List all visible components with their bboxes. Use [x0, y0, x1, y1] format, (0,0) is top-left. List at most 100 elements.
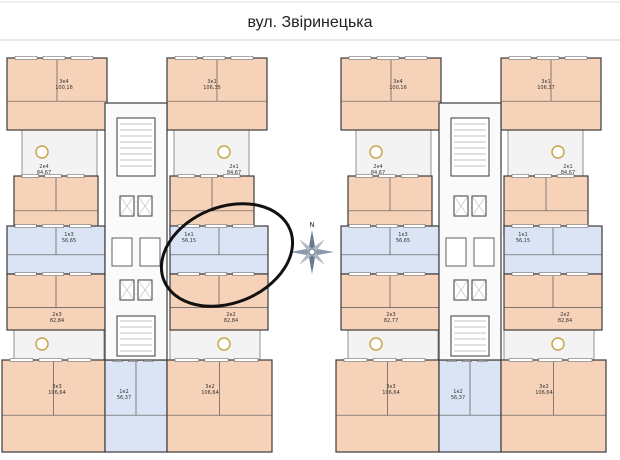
- window: [401, 358, 426, 362]
- apartment-type-label: 2к1: [229, 164, 238, 170]
- elevator-cross: [137, 195, 153, 217]
- window: [14, 56, 38, 60]
- dining-table-icon: [217, 145, 231, 159]
- window: [42, 224, 64, 228]
- apartment-area-label: 84,67: [371, 170, 385, 176]
- window: [376, 272, 398, 276]
- service-room: [473, 237, 495, 267]
- elevator-cross: [119, 279, 135, 301]
- dining-table-icon: [369, 145, 383, 159]
- window: [21, 174, 39, 178]
- window: [348, 56, 372, 60]
- sections-layer: 3к4100,163к1106,352к484,672к184,671к356,…: [1, 56, 607, 453]
- window: [42, 272, 64, 276]
- window: [223, 174, 241, 178]
- apartment-area-label: 56,15: [182, 238, 196, 244]
- apartment-area-label: 106,37: [537, 85, 555, 91]
- apartment-area-label: 106,64: [535, 390, 553, 396]
- apartment-area-label: 84,67: [561, 170, 575, 176]
- apartment-area-label: 84,67: [227, 170, 241, 176]
- apartment-area-label: 82,84: [50, 318, 64, 324]
- apartment-type-label: 3к4: [393, 79, 402, 85]
- apartment-type-label: 2к4: [39, 164, 48, 170]
- apartment-type-label: 1к3: [64, 232, 73, 238]
- apartment-area-label: 100,16: [55, 85, 73, 91]
- window: [508, 56, 532, 60]
- street-header: вул. Звіринецька: [0, 0, 620, 50]
- apartment-area-label: 56,65: [396, 238, 410, 244]
- apartment-type-label: 1к3: [398, 232, 407, 238]
- dining-table-icon: [217, 337, 231, 351]
- loggia: [355, 125, 432, 179]
- elevator-cross: [119, 195, 135, 217]
- window: [42, 56, 66, 60]
- window: [401, 174, 419, 178]
- window: [566, 272, 589, 276]
- apartment-type-label: 2к3: [52, 312, 61, 318]
- window: [9, 358, 34, 362]
- window: [232, 272, 255, 276]
- apartment-area-label: 106,64: [48, 390, 66, 396]
- window: [174, 56, 198, 60]
- window: [177, 174, 195, 178]
- window: [234, 358, 259, 362]
- service-room: [139, 237, 161, 267]
- window: [511, 272, 534, 276]
- apartment-type-label: 3к3: [386, 384, 395, 390]
- window: [67, 174, 85, 178]
- window: [343, 358, 368, 362]
- building-section-1: 3к4100,163к1106,352к484,672к184,671к356,…: [1, 56, 273, 453]
- window: [511, 224, 534, 228]
- window: [38, 358, 63, 362]
- apartment-area-label: 84,67: [37, 170, 51, 176]
- window: [205, 224, 227, 228]
- window: [69, 272, 92, 276]
- loggia: [173, 125, 250, 179]
- dining-table-icon: [369, 337, 383, 351]
- window: [534, 174, 552, 178]
- window: [568, 358, 593, 362]
- apartment-type-label: 1к1: [518, 232, 527, 238]
- window: [566, 224, 589, 228]
- window: [174, 358, 199, 362]
- stairwell: [116, 117, 156, 177]
- building-core: [104, 102, 168, 361]
- window: [44, 174, 62, 178]
- elevator-cross: [471, 195, 487, 217]
- apartment-area-label: 56,15: [516, 238, 530, 244]
- apartment-area-label: 56,37: [117, 395, 131, 401]
- apartment-type-label: 3к4: [59, 79, 68, 85]
- building-section-2: 3к4100,163к1106,372к484,672к184,671к356,…: [335, 56, 607, 453]
- apartment-type-label: 1к2: [453, 389, 462, 395]
- window: [376, 56, 400, 60]
- apartment-area-label: 82,84: [224, 318, 238, 324]
- window: [70, 56, 94, 60]
- apartment-type-label: 2к2: [560, 312, 569, 318]
- window: [69, 224, 92, 228]
- elevator-cross: [471, 279, 487, 301]
- window: [202, 56, 226, 60]
- window: [511, 174, 529, 178]
- window: [14, 272, 37, 276]
- window: [14, 224, 37, 228]
- loggia: [21, 125, 98, 179]
- apartment-area-label: 106,64: [201, 390, 219, 396]
- window: [404, 56, 428, 60]
